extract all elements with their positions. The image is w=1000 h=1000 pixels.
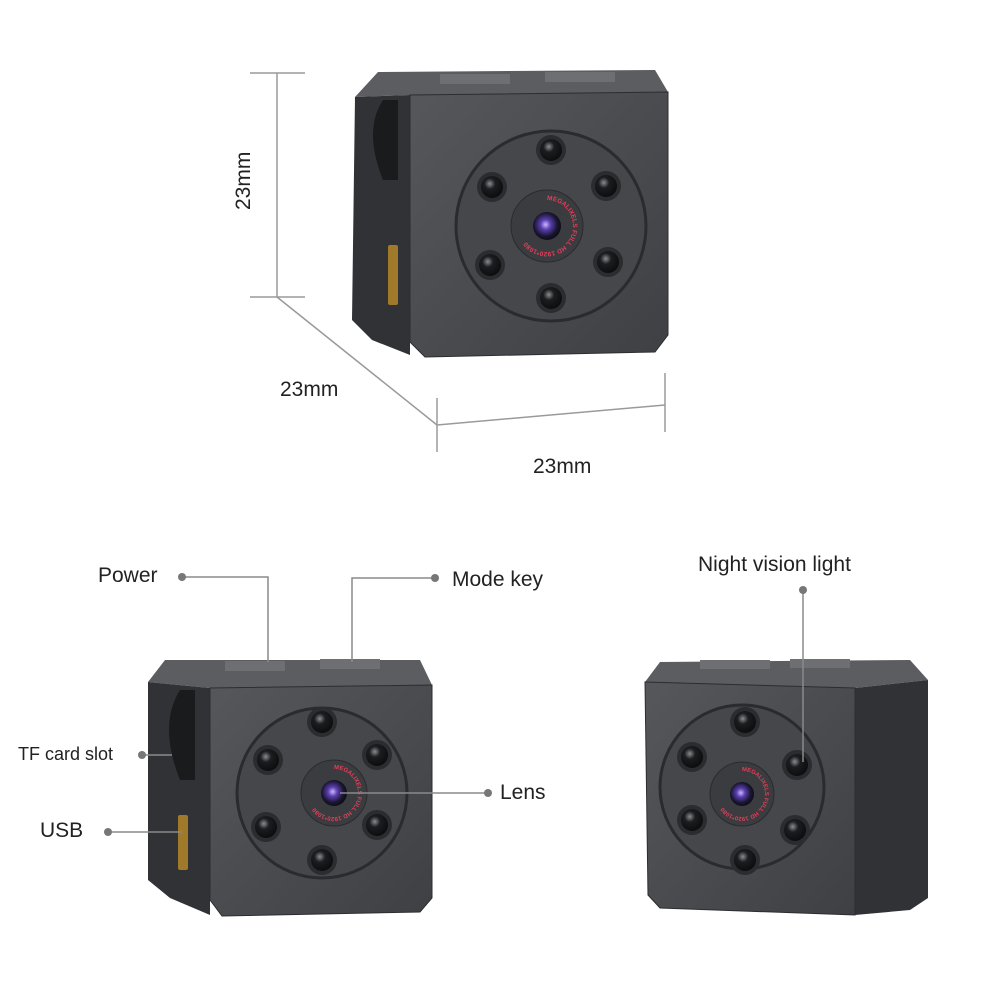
depth-dimension-label: 23mm <box>280 378 339 401</box>
lens-label: Lens <box>500 781 546 804</box>
camera-annotated-right: MEGALIXELS FULL HD 1920*1080 <box>644 659 928 916</box>
callout-lines <box>108 576 804 833</box>
callout-dots <box>104 573 807 836</box>
usb-label: USB <box>40 819 84 842</box>
tf-card-slot-label: TF card slot <box>18 744 114 764</box>
width-dimension-label: 23mm <box>533 455 592 478</box>
night-vision-light-label: Night vision light <box>698 553 851 576</box>
power-label: Power <box>98 564 158 587</box>
dimension-lines <box>250 72 666 452</box>
mode-key-label: Mode key <box>452 568 544 591</box>
camera-front-view-top: MEGALIXELS FULL HD 1920*1080 <box>352 70 669 358</box>
camera-annotated-left: MEGALIXELS FULL HD 1920*1080 <box>148 659 433 917</box>
height-dimension-label: 23mm <box>232 151 255 210</box>
